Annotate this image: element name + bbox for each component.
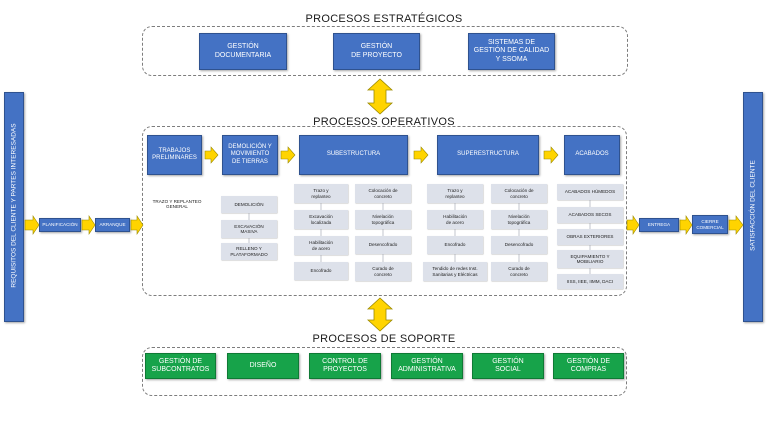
superestructura-item: Encofrado (427, 236, 483, 254)
subestructura-item: Desencofrado (355, 236, 411, 254)
flow-cierre-comercial[interactable]: CIERRE COMERCIAL (692, 215, 728, 234)
flow-arranque[interactable]: ARRANQUE (95, 218, 130, 232)
superestructura-item: Curado de concreto (491, 262, 547, 281)
heading-procesos-soporte: PROCESOS DE SOPORTE (312, 333, 456, 345)
subestructura-item: Excavación localizada (294, 210, 348, 229)
support-control-proyectos[interactable]: CONTROL DE PROYECTOS (309, 353, 381, 379)
heading-procesos-estrategicos: PROCESOS ESTRATÉGICOS (305, 13, 463, 25)
client-requirements-bar (4, 92, 24, 322)
acabados-item: ACABADOS HÚMEDOS (557, 184, 623, 200)
superestructura-item: Desencofrado (491, 236, 547, 254)
flow-entrega[interactable]: ENTREGA (639, 218, 679, 232)
double-arrow-icon (366, 78, 394, 115)
subestructura-item: Curado de concreto (355, 262, 411, 281)
flow-arrow-icon (130, 215, 144, 235)
demolicion-item: RELLENO Y PLATAFORMADO (221, 243, 277, 260)
operative-group (142, 126, 627, 296)
superestructura-item: Trazo y replanteo (427, 184, 483, 203)
flow-arrow-icon (626, 215, 640, 235)
stage-trabajos-preliminares[interactable]: TRABAJOS PRELIMINARES (147, 135, 202, 175)
connector-lines (248, 200, 591, 274)
client-satisfaction-bar (743, 92, 763, 322)
strategic-sistemas-calidad-ssoma[interactable]: SISTEMAS DE GESTIÓN DE CALIDAD Y SSOMA (468, 33, 555, 70)
acabados-item: EQUIPAMIENTO Y MOBILIARIO (557, 250, 623, 268)
support-gestion-subcontratos[interactable]: GESTIÓN DE SUBCONTRATOS (145, 353, 216, 379)
superestructura-item: Habilitación de acero (427, 210, 483, 229)
strategic-gestion-proyecto[interactable]: GESTIÓN DE PROYECTO (333, 33, 420, 70)
demolicion-item: DEMOLICIÓN (221, 196, 277, 213)
flow-arrow-icon (679, 215, 693, 235)
demolicion-item: EXCAVACIÓN MASIVA (221, 220, 277, 238)
stage-arrow-icon (543, 146, 559, 164)
acabados-item: IISS, IIEE, IIMM, DACI (557, 274, 623, 289)
acabados-item: ACABADOS SECOS (557, 207, 623, 223)
support-gestion-social[interactable]: GESTIÓN SOCIAL (472, 353, 544, 379)
stage-arrow-icon (280, 146, 296, 164)
support-diseno[interactable]: DISEÑO (227, 353, 299, 379)
stage-acabados[interactable]: ACABADOS (564, 135, 620, 175)
stage-subestructura[interactable]: SUBESTRUCTURA (299, 135, 408, 175)
subestructura-item: Colocación de concreto (355, 184, 411, 203)
superestructura-item: Colocación de concreto (491, 184, 547, 203)
stage-arrow-icon (204, 146, 219, 164)
subestructura-item: Nivelación topográfica (355, 210, 411, 229)
double-arrow-icon (366, 297, 394, 332)
stage-demolicion-movimiento-tierras[interactable]: DEMOLICIÓN Y MOVIMIENTO DE TIERRAS (222, 135, 278, 175)
support-gestion-compras[interactable]: GESTIÓN DE COMPRAS (553, 353, 624, 379)
strategic-group (142, 26, 628, 76)
strategic-gestion-documentaria[interactable]: GESTIÓN DOCUMENTARIA (199, 33, 287, 70)
flow-arrow-icon (728, 215, 744, 235)
heading-procesos-operativos: PROCESOS OPERATIVOS (313, 116, 455, 128)
flow-arrow-icon (81, 215, 96, 235)
subestructura-item: Encofrado (294, 262, 348, 280)
stage-superestructura[interactable]: SUPERESTRUCTURA (437, 135, 539, 175)
stage-arrow-icon (413, 146, 429, 164)
support-group (142, 347, 627, 396)
support-gestion-administrativa[interactable]: GESTIÓN ADMINISTRATIVA (391, 353, 463, 379)
flow-planificacion[interactable]: PLANIFICACIÓN (39, 218, 81, 232)
superestructura-item: Nivelación topográfica (491, 210, 547, 229)
preliminares-trazo-replanteo: TRAZO Y REPLANTEO GENERAL (152, 198, 202, 210)
acabados-item: OBRAS EXTERIORES (557, 229, 623, 245)
flow-arrow-icon (24, 215, 40, 235)
superestructura-item: Tendido de redes Inst. Sanitarias y Eléc… (423, 262, 487, 281)
subestructura-item: Habilitación de acero (294, 236, 348, 255)
subestructura-item: Trazo y replanteo (294, 184, 348, 203)
